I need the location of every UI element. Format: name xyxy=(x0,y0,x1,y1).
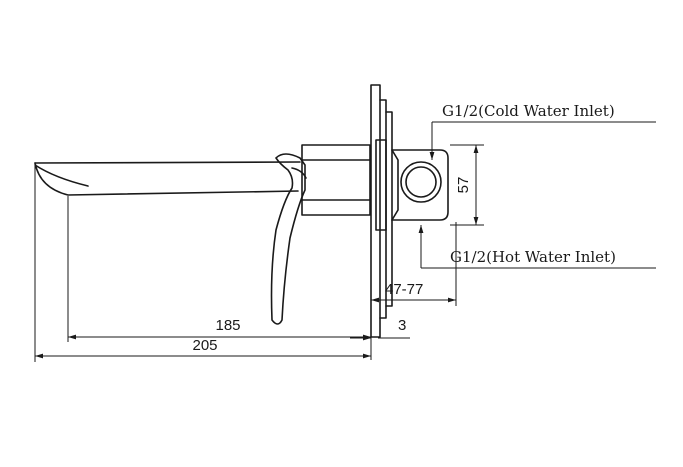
dimension-57-label: 57 xyxy=(455,177,472,194)
cold-inlet-callout: G1/2(Cold Water Inlet) xyxy=(429,102,656,160)
hot-inlet-callout: G1/2(Hot Water Inlet) xyxy=(418,225,656,269)
valve-body xyxy=(301,144,371,216)
cold-inlet-label: G1/2(Cold Water Inlet) xyxy=(442,102,615,120)
spout xyxy=(34,161,301,196)
dimension-205-label: 205 xyxy=(192,337,217,354)
inlet-housing xyxy=(391,149,449,221)
dimension-57: 57 xyxy=(450,144,484,226)
dimension-3-label: 3 xyxy=(398,317,406,334)
dimension-185: 185 xyxy=(67,196,372,360)
dimension-185-label: 185 xyxy=(215,317,240,334)
lever-handle xyxy=(270,153,307,325)
wall-plate xyxy=(370,84,393,338)
hot-inlet-label: G1/2(Hot Water Inlet) xyxy=(450,248,616,266)
dimension-47-77: 47-77 xyxy=(371,222,457,306)
dimension-205: 205 xyxy=(34,166,371,362)
dimension-47-77-label: 47-77 xyxy=(385,281,423,298)
